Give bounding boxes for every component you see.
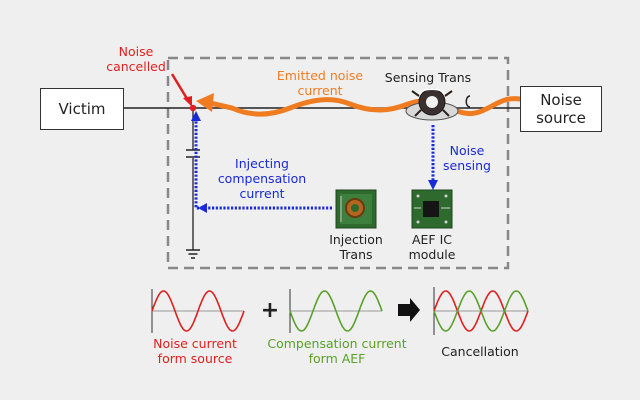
injecting-line2: compensation: [217, 171, 307, 186]
noise-source-box: Noise source: [520, 86, 602, 132]
cancellation-plot: [433, 287, 529, 335]
emitted-noise-line2: current: [297, 83, 343, 98]
cancellation-compensation-wave: [433, 290, 529, 332]
aef-ic-module-label: AEF IC module: [402, 232, 462, 262]
compensation-current-line1: Compensation current: [267, 336, 407, 351]
injection-trans-line2: Trans: [339, 247, 373, 262]
compensation-current-plot: [289, 289, 383, 333]
victim-box: Victim: [40, 88, 124, 130]
emitted-noise-current-wave: [207, 96, 523, 117]
injection-trans-label: Injection Trans: [326, 232, 386, 262]
aef-ic-module: [411, 189, 453, 229]
junction-dot: [189, 104, 197, 112]
noise-current-plot: [151, 289, 245, 333]
noise-source-line1: Noise: [540, 91, 582, 109]
injection-transformer: [335, 189, 377, 229]
noise-cancelled-label: Noise cancelled: [96, 44, 176, 74]
noise-cancelled-arrowhead: [183, 96, 192, 107]
compensation-current-line2: form AEF: [308, 351, 366, 366]
noise-cancelled-line1: Noise: [118, 44, 154, 59]
noise-sensing-label: Noise sensing: [437, 143, 497, 173]
compensation-current-caption: Compensation current form AEF: [262, 336, 412, 366]
emitted-noise-label: Emitted noise current: [270, 68, 370, 98]
compensation-current-wave: [289, 290, 383, 332]
aef-enclosure: [166, 56, 510, 270]
noise-source-line2: source: [536, 109, 586, 127]
cancellation-caption: Cancellation: [441, 344, 519, 359]
aef-ic-line1: AEF IC: [411, 232, 453, 247]
injecting-line1: Injecting: [235, 156, 289, 171]
emitted-noise-arrowhead: [196, 93, 214, 112]
noise-current-line1: Noise current: [153, 336, 237, 351]
aef-ic-line2: module: [408, 247, 456, 262]
capacitor-gap: [186, 150, 200, 158]
noise-cancelled-line2: cancelled: [106, 59, 166, 74]
sensing-coil-symbol: [465, 95, 471, 108]
compensation-arrowhead-left: [198, 203, 207, 213]
plus-sign: +: [260, 298, 280, 323]
noise-current-caption: Noise current form source: [140, 336, 250, 366]
victim-label: Victim: [58, 100, 106, 118]
noise-sensing-line1: Noise: [449, 143, 485, 158]
noise-sensing-line2: sensing: [443, 158, 491, 173]
sensing-trans-label: Sensing Trans: [384, 70, 472, 85]
injecting-line3: current: [239, 186, 285, 201]
injecting-compensation-label: Injecting compensation current: [212, 156, 312, 201]
sensing-transformer: [405, 88, 459, 121]
noise-current-wave: [151, 290, 245, 332]
emitted-noise-line1: Emitted noise: [276, 68, 364, 83]
injection-trans-line1: Injection: [329, 232, 383, 247]
noise-current-line2: form source: [157, 351, 233, 366]
noise-sensing-arrowhead: [428, 180, 438, 190]
result-arrow: [398, 298, 420, 322]
compensation-arrowhead-up: [191, 111, 201, 121]
